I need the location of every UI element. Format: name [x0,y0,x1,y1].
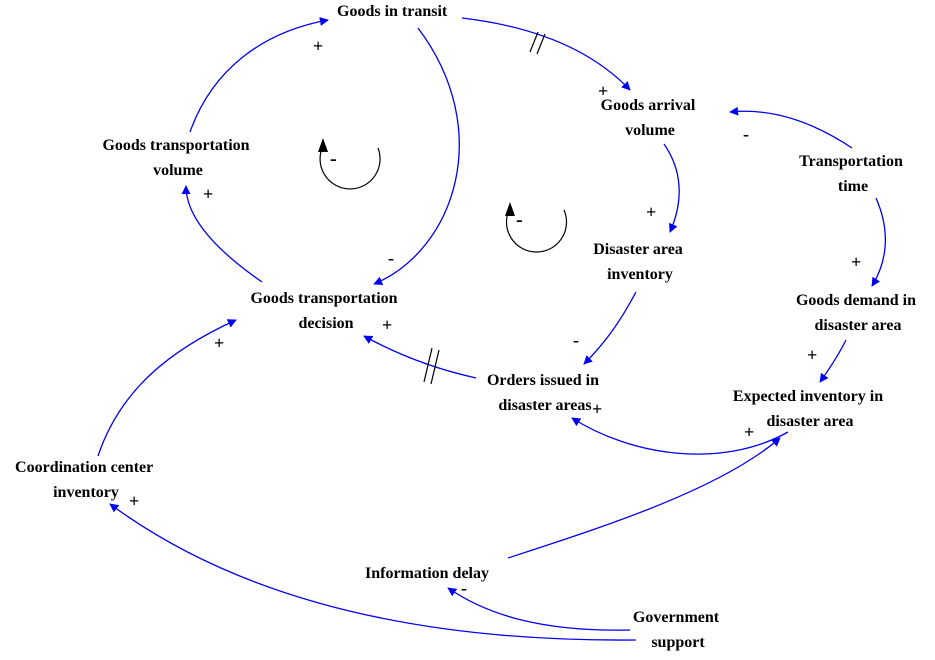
link-transit-to-arrival [461,17,631,91]
loop-left-polarity: - [330,148,337,170]
link-demand-to-expected [819,339,847,383]
polarity-volume-to-transit: + [313,36,323,56]
polarity-time-to-arrival: - [743,124,749,144]
node-disaster-area-inventory: Disaster area inventory [593,241,687,283]
link-support-to-delay [447,587,631,631]
link-orders-to-decision [363,335,477,379]
link-decision-to-volume [181,185,263,283]
node-transportation-time: Transportation time [799,153,907,195]
double-slash-delay-icon [529,31,546,55]
polarity-expected-to-orders: + [592,399,602,419]
polarity-transit-to-arrival: + [598,81,608,101]
node-government-support: Government support [633,609,723,651]
counter-clockwise-loop-icon [319,145,381,190]
link-inventory-to-orders [583,291,637,365]
loop-right-polarity: - [516,209,523,231]
link-expected-to-orders [571,417,789,455]
links [97,17,886,641]
polarity-delay-to-expected: + [744,422,754,442]
polarity-decision-to-volume: + [203,184,213,204]
polarity-demand-to-expected: + [807,345,817,365]
loop-left: - [318,138,381,190]
link-support-to-coordination [109,503,637,641]
polarity-support-to-coordination: + [129,491,139,511]
link-volume-to-transit [189,17,329,133]
polarity-support-to-delay: - [461,578,467,598]
node-goods-demand-in-disaster-area: Goods demand in disaster area [796,292,920,334]
node-coordination-center-inventory: Coordination center inventory [15,459,157,501]
polarities: + + + - - + + - + + + + + + - [129,36,861,598]
polarity-coordination-to-decision: + [214,333,224,353]
polarity-transit-to-decision: - [388,248,394,268]
node-orders-issued-in-disaster-areas: Orders issued in disaster areas [487,372,603,414]
node-goods-transportation-decision: Goods transportation decision [250,290,401,332]
link-delay-to-expected [507,437,781,559]
link-time-to-arrival [729,106,853,149]
delay-marks [423,31,546,385]
polarity-inventory-to-orders: - [573,330,579,350]
variables: Goods in transit Goods arrival volume Go… [15,3,920,651]
polarity-orders-to-decision: + [382,315,392,335]
polarity-time-to-demand: + [851,252,861,272]
link-arrival-to-inventory [663,143,680,233]
double-slash-delay-icon [423,347,440,385]
node-goods-transportation-volume: Goods transportation volume [102,137,253,179]
link-transit-to-decision [373,27,460,286]
node-goods-in-transit: Goods in transit [337,3,448,20]
counter-clockwise-loop-icon [505,207,568,253]
polarity-arrival-to-inventory: + [646,202,656,222]
node-goods-arrival-volume: Goods arrival volume [601,97,700,139]
link-coordination-to-decision [97,319,237,457]
loop-right: - [505,202,568,253]
node-information-delay: Information delay [365,565,489,582]
link-time-to-demand [871,197,886,287]
node-expected-inventory-in-disaster-area: Expected inventory in disaster area [733,388,887,430]
